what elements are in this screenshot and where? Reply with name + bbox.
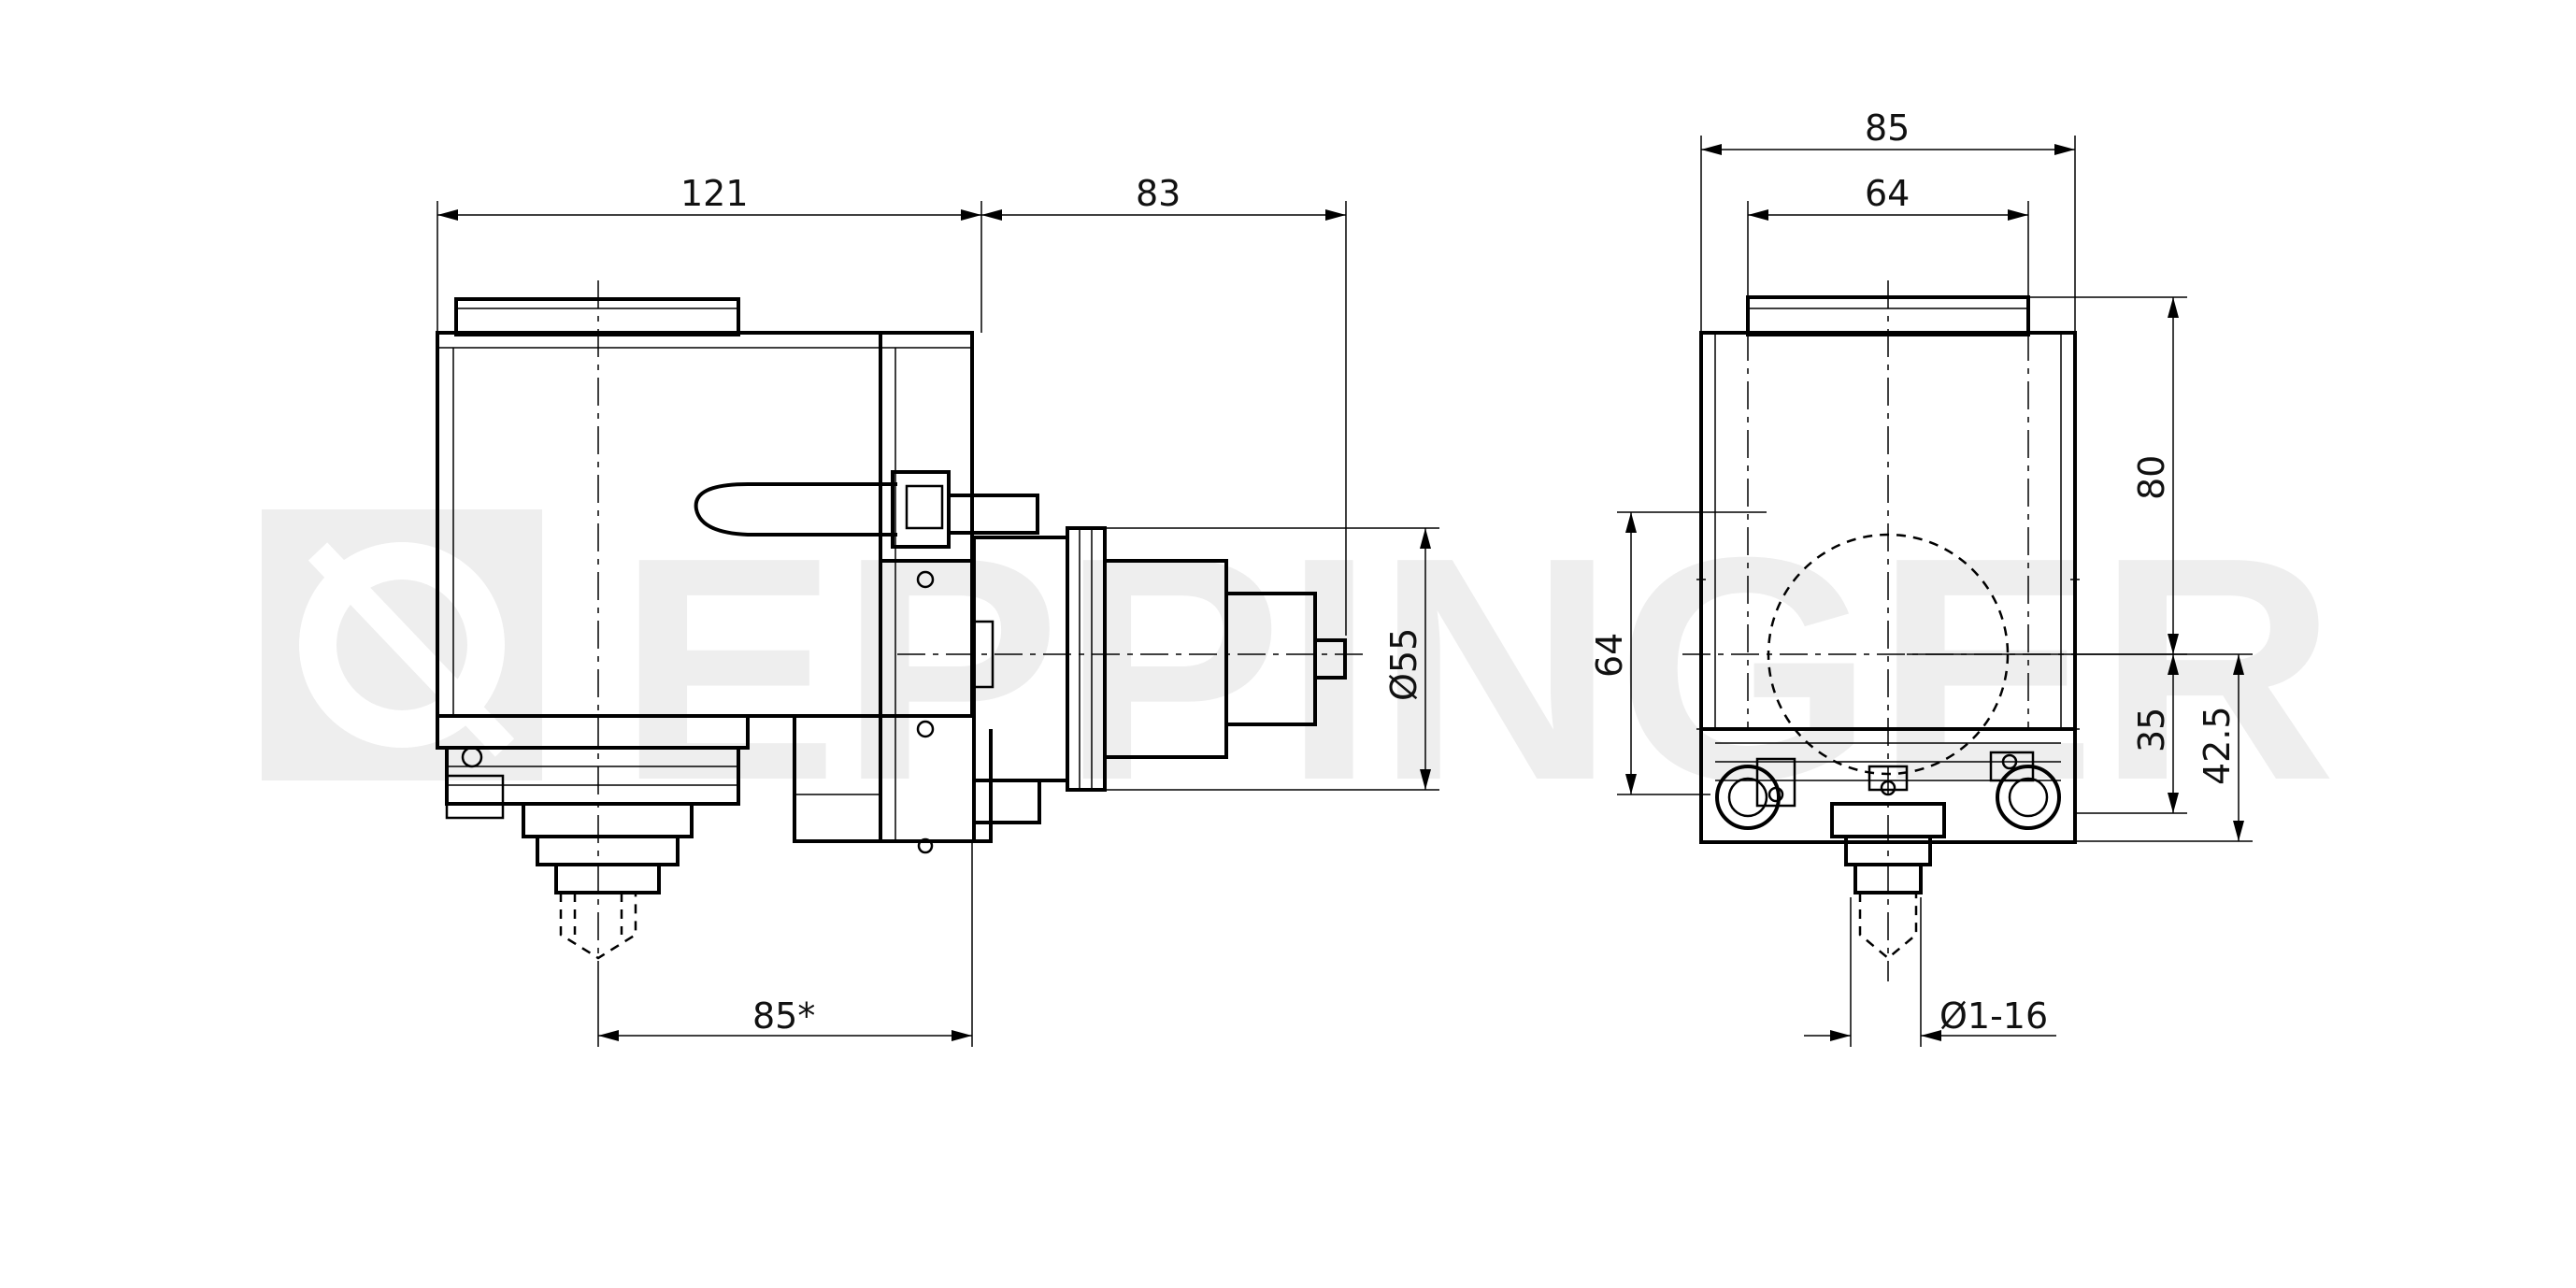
watermark-logo [262,509,542,780]
dim-121: 121 [680,173,749,214]
dim-85-bottom: 85* [752,995,815,1037]
front-view-dimensions [1617,136,2253,1047]
side-view [436,280,1365,981]
side-view-dimensions [436,201,1439,1047]
dim-diameter-1-16: Ø1-16 [1939,995,2048,1037]
dim-42-5: 42.5 [2197,706,2238,785]
dim-80: 80 [2131,455,2172,500]
dim-diameter-55: Ø55 [1383,628,1424,701]
dim-35: 35 [2131,708,2172,752]
watermark-text: EPPINGER [617,492,2337,847]
dim-64-top: 64 [1865,173,1910,214]
front-view [1682,280,2094,981]
dim-85-top: 85 [1865,107,1910,149]
dim-64-side: 64 [1589,633,1630,678]
dim-83: 83 [1136,173,1181,214]
